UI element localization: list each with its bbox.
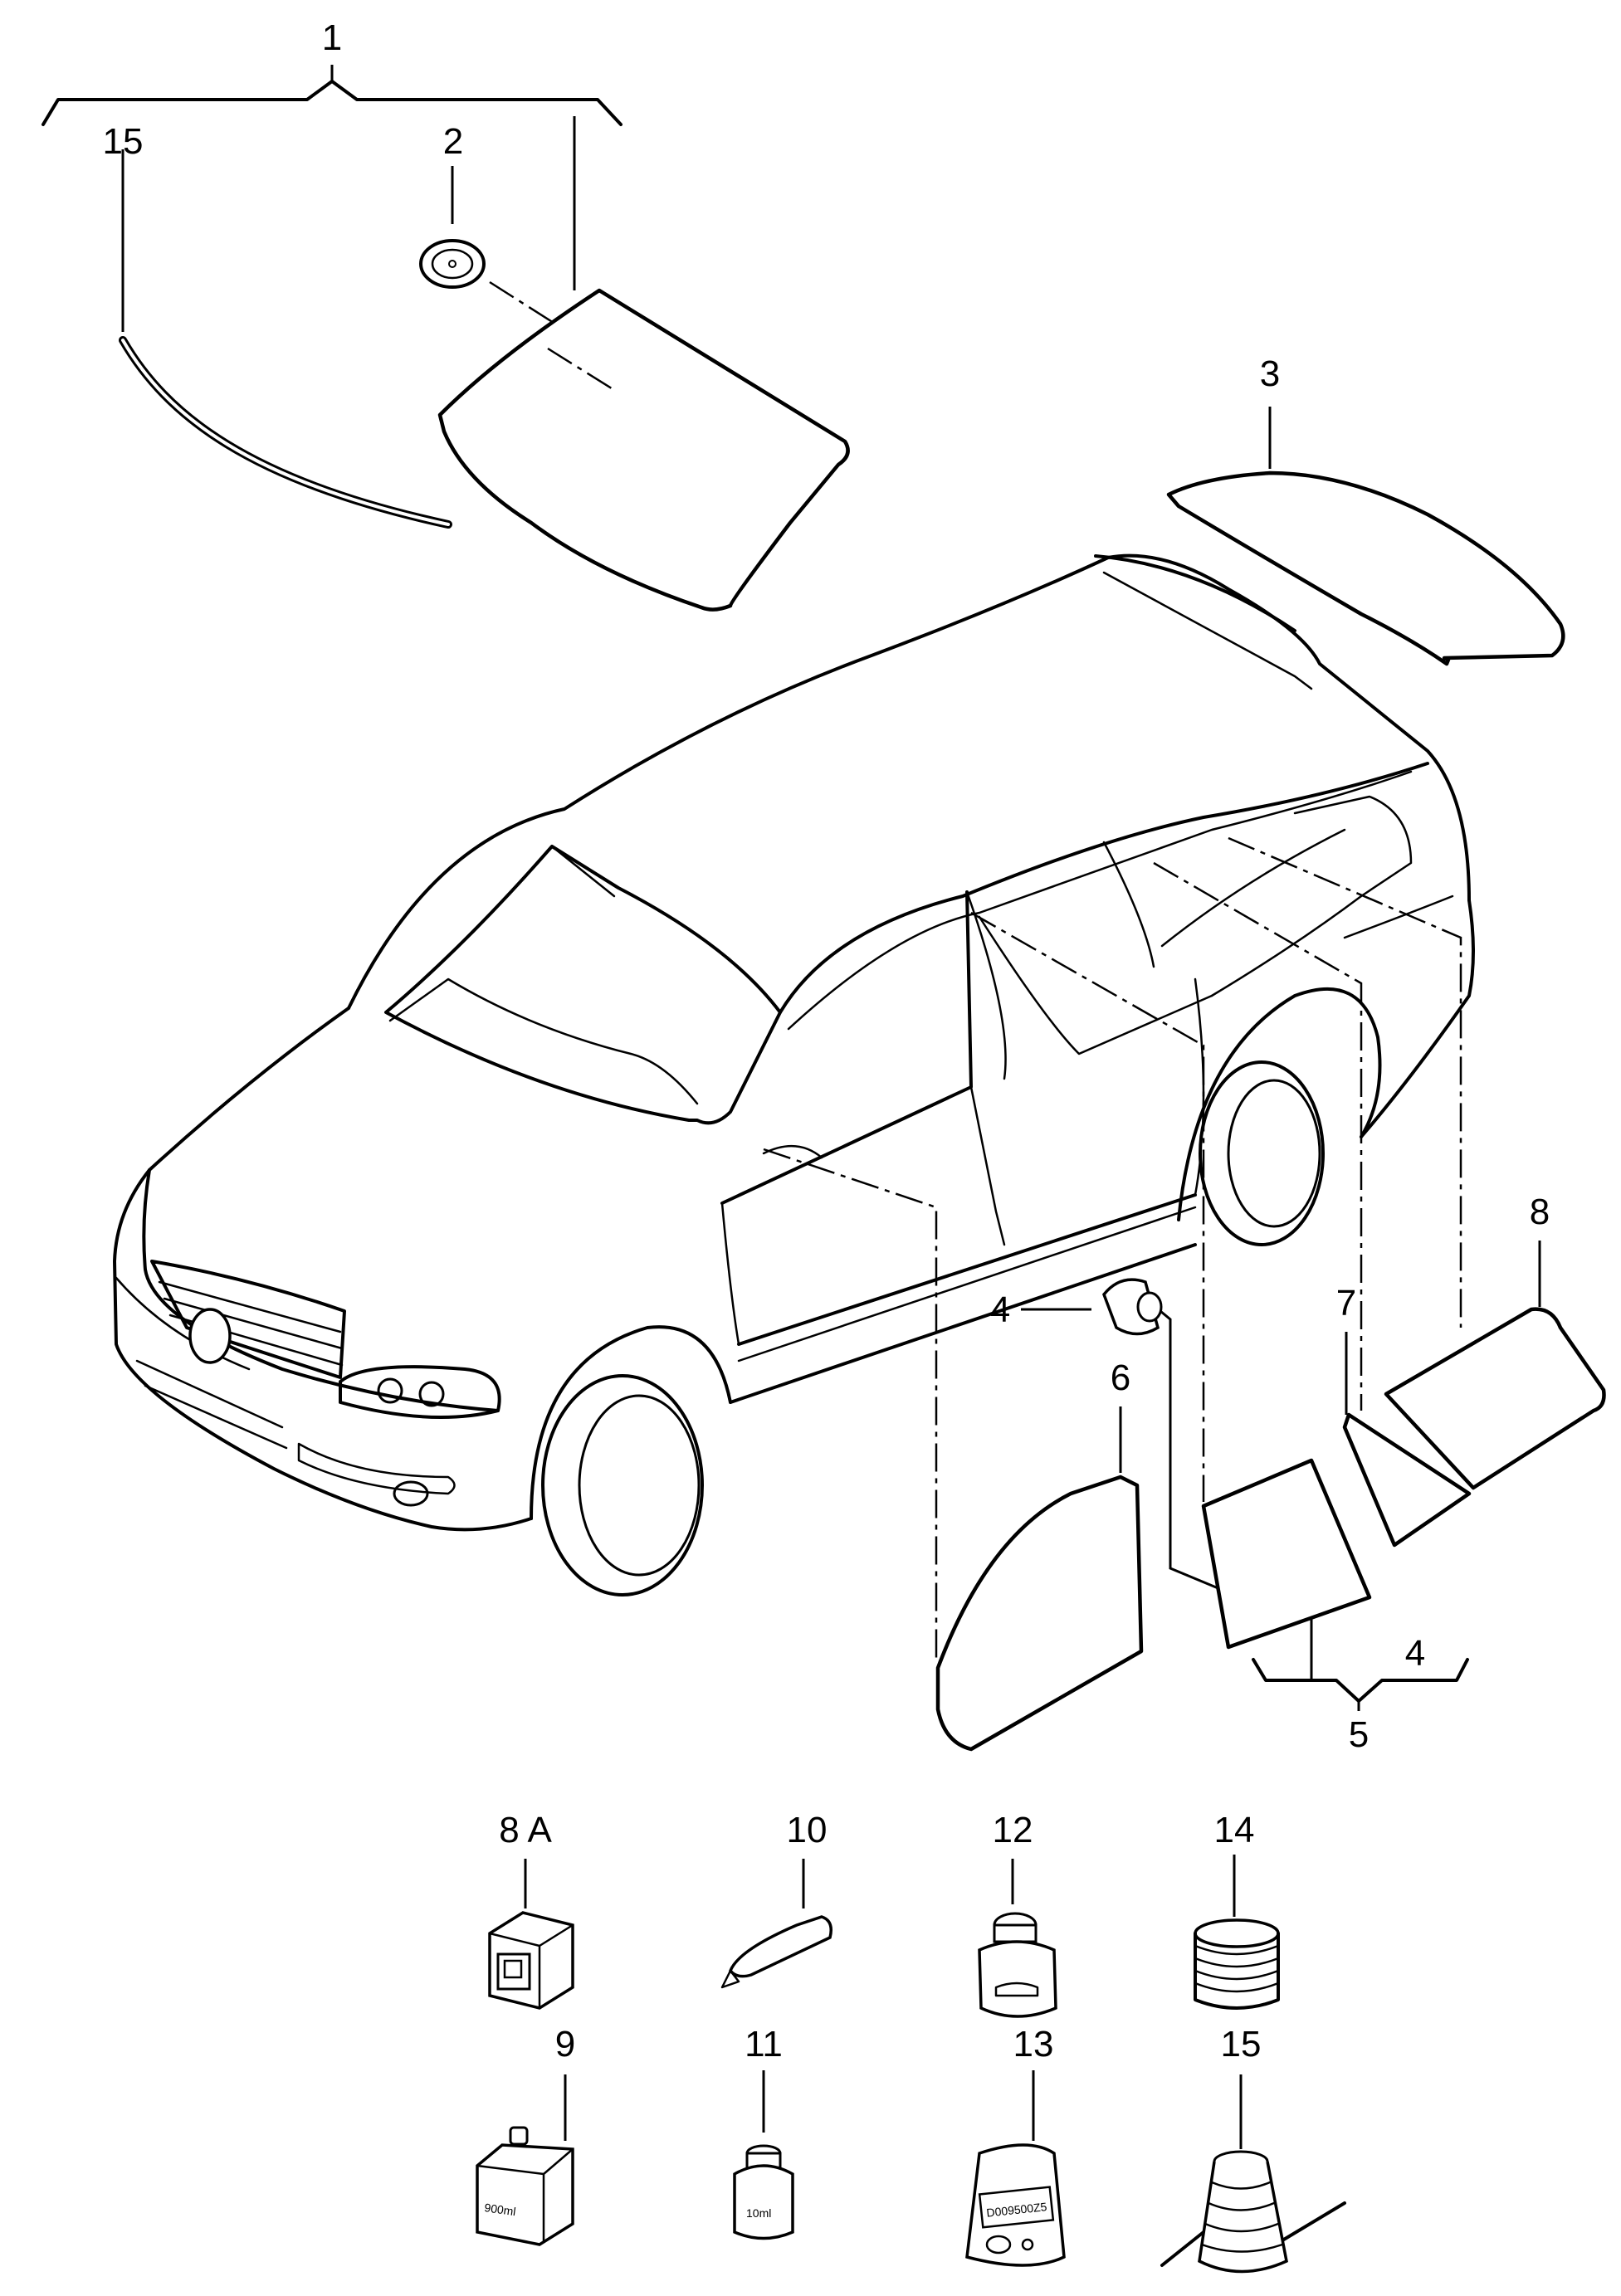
callout-9: 9 bbox=[555, 2024, 575, 2064]
callout-11: 11 bbox=[745, 2024, 783, 2064]
bottle-9-label: 900ml bbox=[484, 2201, 517, 2218]
car-body bbox=[113, 553, 1475, 1596]
bottle-11-label: 10ml bbox=[746, 2206, 771, 2220]
part-9-bottle: 900ml bbox=[476, 2074, 574, 2246]
windshield-moulding bbox=[119, 336, 452, 529]
part-15-cone bbox=[1160, 2074, 1346, 2274]
callout-2: 2 bbox=[443, 121, 463, 162]
callout-8: 8 bbox=[1530, 1192, 1550, 1232]
bracket-group-5 bbox=[1252, 1658, 1469, 1711]
part-14-strip-roll bbox=[1194, 1855, 1280, 2010]
callout-8a: 8 A bbox=[499, 1810, 552, 1850]
windshield-glass bbox=[437, 288, 850, 612]
part-10-tube bbox=[720, 1859, 832, 1989]
callout-6: 6 bbox=[1111, 1358, 1130, 1398]
callout-4: 4 bbox=[990, 1289, 1010, 1330]
part-12-can bbox=[978, 1859, 1057, 2018]
callout-15-bottom: 15 bbox=[1221, 2024, 1262, 2064]
rear-door-glass bbox=[1201, 1458, 1372, 1679]
part-8a-cube bbox=[488, 1859, 574, 2010]
rear-window-part bbox=[1166, 407, 1565, 666]
callout-14: 14 bbox=[1214, 1810, 1255, 1850]
callout-13: 13 bbox=[1013, 2024, 1054, 2064]
callout-15: 15 bbox=[103, 121, 144, 162]
bracket-group-1 bbox=[42, 65, 623, 332]
front-door-glass bbox=[935, 1406, 1144, 1752]
callout-3: 3 bbox=[1260, 353, 1280, 394]
part-13-bag: D009500Z5 bbox=[965, 2070, 1066, 2267]
part-11-bottle: 10ml bbox=[733, 2070, 794, 2240]
quarter-glass bbox=[1384, 1241, 1606, 1490]
callout-12: 12 bbox=[993, 1810, 1033, 1850]
callout-7: 7 bbox=[1336, 1283, 1356, 1323]
callout-1: 1 bbox=[322, 17, 342, 58]
callout-4-bottom: 4 bbox=[1405, 1633, 1425, 1674]
callout-5: 5 bbox=[1349, 1714, 1369, 1755]
bushing-part-4 bbox=[1021, 1278, 1221, 1591]
bag-13-label: D009500Z5 bbox=[986, 2200, 1048, 2220]
rear-quarter-fixed-glass bbox=[1342, 1332, 1472, 1548]
leader-lines bbox=[763, 836, 1462, 1660]
callout-10: 10 bbox=[787, 1810, 828, 1850]
